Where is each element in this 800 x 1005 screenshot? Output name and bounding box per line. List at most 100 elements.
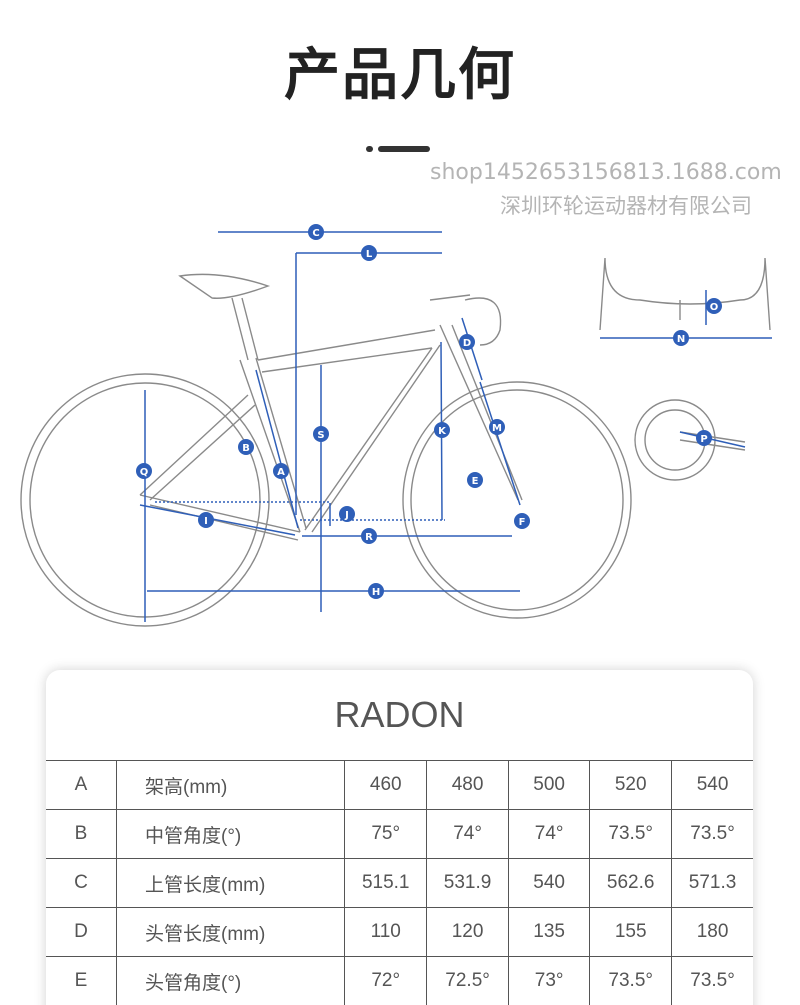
marker-i: I bbox=[198, 512, 214, 528]
marker-h: H bbox=[368, 583, 384, 599]
size-value: 73° bbox=[507, 956, 591, 1005]
dimension-name: 中管角度(°) bbox=[115, 809, 346, 859]
marker-circle bbox=[368, 583, 384, 599]
size-value: 75° bbox=[344, 809, 428, 859]
marker-c: C bbox=[308, 224, 324, 240]
marker-circle bbox=[198, 512, 214, 528]
marker-o: O bbox=[706, 298, 722, 314]
marker-m: M bbox=[489, 419, 505, 435]
size-value: 515.1 bbox=[344, 858, 428, 908]
size-value: 571.3 bbox=[671, 858, 753, 908]
marker-d: D bbox=[459, 334, 475, 350]
watermark-company: 深圳环轮运动器材有限公司 bbox=[500, 194, 752, 218]
dimension-code: B bbox=[46, 809, 117, 859]
marker-b: B bbox=[238, 439, 254, 455]
marker-circle bbox=[673, 330, 689, 346]
marker-j: J bbox=[339, 506, 355, 522]
marker-circle bbox=[136, 463, 152, 479]
marker-label: C bbox=[312, 228, 319, 239]
marker-a: A bbox=[273, 463, 289, 479]
marker-label: J bbox=[344, 510, 349, 521]
dimension-name: 架高(mm) bbox=[115, 760, 346, 810]
size-value: 562.6 bbox=[589, 858, 673, 908]
size-value: 72° bbox=[344, 956, 428, 1005]
marker-label: D bbox=[463, 338, 471, 349]
size-value: 135 bbox=[507, 907, 591, 957]
dimension-code: C bbox=[46, 858, 117, 908]
dimension-code: A bbox=[46, 760, 117, 810]
marker-label: E bbox=[472, 476, 479, 487]
marker-label: Q bbox=[140, 467, 149, 478]
size-value: 73.5° bbox=[589, 956, 673, 1005]
size-value: 531.9 bbox=[426, 858, 509, 908]
size-value: 73.5° bbox=[671, 956, 753, 1005]
size-value: 110 bbox=[344, 907, 428, 957]
marker-label: F bbox=[519, 517, 526, 528]
marker-label: M bbox=[492, 423, 502, 434]
size-value: 72.5° bbox=[426, 956, 509, 1005]
marker-circle bbox=[459, 334, 475, 350]
marker-circle bbox=[361, 245, 377, 261]
marker-s: S bbox=[313, 426, 329, 442]
size-value: 73.5° bbox=[671, 809, 753, 859]
marker-label: I bbox=[204, 516, 208, 527]
marker-r: R bbox=[361, 528, 377, 544]
marker-q: Q bbox=[136, 463, 152, 479]
marker-circle bbox=[434, 422, 450, 438]
marker-circle bbox=[339, 506, 355, 522]
marker-circle bbox=[273, 463, 289, 479]
watermark-shop: shop1452653156813.1688.com bbox=[430, 160, 782, 185]
title-bar-divider bbox=[378, 146, 430, 152]
marker-f: F bbox=[514, 513, 530, 529]
dimension-code: E bbox=[46, 956, 117, 1005]
marker-label: N bbox=[677, 334, 685, 345]
marker-circle bbox=[514, 513, 530, 529]
marker-label: B bbox=[242, 443, 250, 454]
marker-label: L bbox=[366, 249, 373, 260]
marker-e: E bbox=[467, 472, 483, 488]
marker-circle bbox=[308, 224, 324, 240]
dimension-code: D bbox=[46, 907, 117, 957]
size-value: 540 bbox=[671, 760, 753, 810]
dimension-markers: C L D K M S B A Q E J I F R H O N P bbox=[136, 224, 722, 599]
marker-circle bbox=[313, 426, 329, 442]
marker-circle bbox=[706, 298, 722, 314]
size-value: 73.5° bbox=[589, 809, 673, 859]
marker-label: S bbox=[317, 430, 324, 441]
marker-label: K bbox=[438, 426, 447, 437]
size-value: 74° bbox=[426, 809, 509, 859]
size-value: 155 bbox=[589, 907, 673, 957]
dimension-name: 头管长度(mm) bbox=[115, 907, 346, 957]
marker-label: O bbox=[710, 302, 719, 313]
size-value: 74° bbox=[507, 809, 591, 859]
bike-drawing bbox=[20, 257, 771, 627]
size-value: 460 bbox=[344, 760, 428, 810]
marker-l: L bbox=[361, 245, 377, 261]
bike-geometry-diagram: C L D K M S B A Q E J I F R H O N P bbox=[20, 224, 772, 627]
size-value: 520 bbox=[589, 760, 673, 810]
dimension-name: 上管长度(mm) bbox=[115, 858, 346, 908]
marker-label: A bbox=[277, 467, 285, 478]
marker-circle bbox=[238, 439, 254, 455]
marker-label: H bbox=[372, 587, 380, 598]
page-title: 产品几何 bbox=[284, 43, 516, 108]
size-value: 500 bbox=[507, 760, 591, 810]
dimension-name: 头管角度(°) bbox=[115, 956, 346, 1005]
title-dot-divider bbox=[366, 146, 373, 152]
dimension-lines bbox=[139, 231, 772, 622]
size-value: 180 bbox=[671, 907, 753, 957]
size-value: 120 bbox=[426, 907, 509, 957]
marker-n: N bbox=[673, 330, 689, 346]
marker-label: R bbox=[365, 532, 373, 543]
marker-k: K bbox=[434, 422, 450, 438]
size-value: 480 bbox=[426, 760, 509, 810]
marker-p: P bbox=[696, 430, 712, 446]
marker-circle bbox=[467, 472, 483, 488]
